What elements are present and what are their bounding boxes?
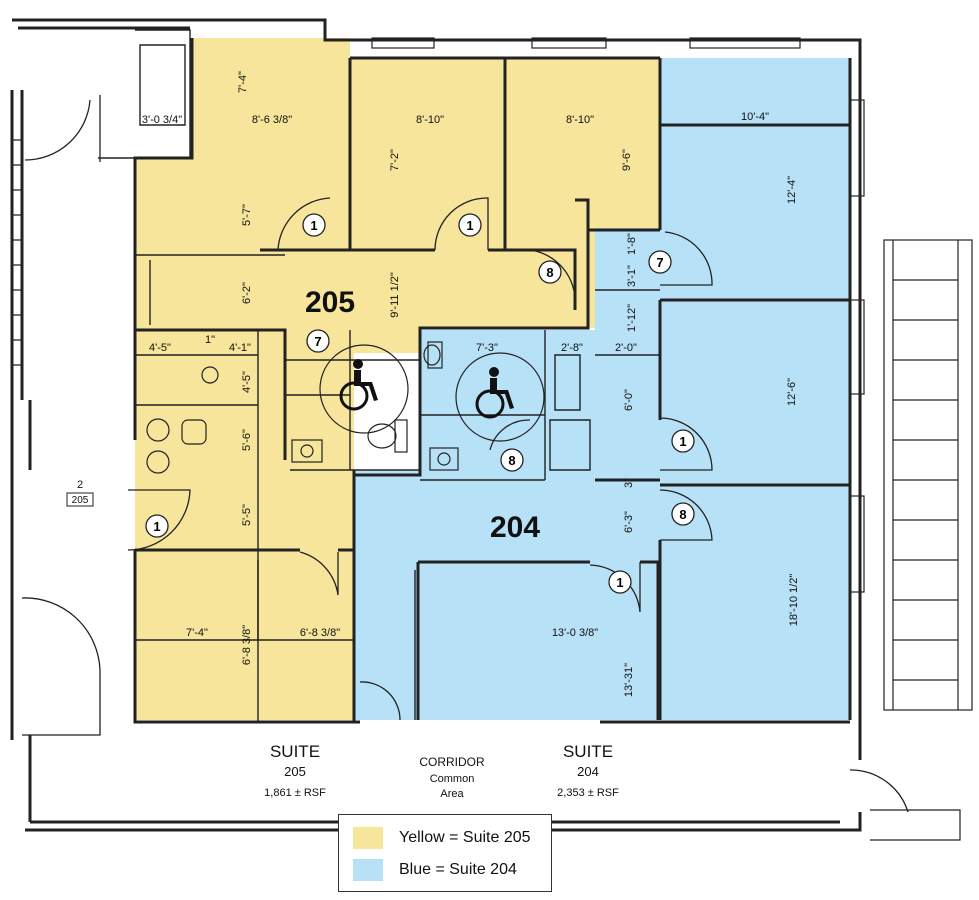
dimension-label: 6'-0": [623, 389, 635, 411]
svg-text:1: 1: [679, 434, 686, 449]
legend-yellow-label: Yellow = Suite 205: [399, 829, 531, 846]
svg-text:1,861 ± RSF: 1,861 ± RSF: [264, 787, 326, 799]
svg-text:SUITE: SUITE: [563, 742, 613, 761]
dimension-label: 9'-11 1/2": [389, 272, 401, 318]
dimension-label: 4'-1": [229, 342, 251, 354]
door-tag: 8: [671, 502, 695, 526]
dimension-label: 1'-12": [626, 304, 638, 332]
suite-205-area: [135, 38, 660, 720]
legend-blue-label: Blue = Suite 204: [399, 861, 517, 878]
suite-204-label: SUITE 204 2,353 ± RSF: [557, 742, 619, 799]
svg-text:1: 1: [616, 575, 623, 590]
left-core: [12, 139, 22, 366]
dimension-labels: 7'-4" 8'-6 3/8" 8'-10" 8'-10" 10'-4" 9'-…: [142, 71, 800, 697]
svg-text:Common: Common: [430, 773, 475, 785]
dimension-label: 6'-2": [241, 282, 253, 304]
dimension-label: 6'-8 3/8": [241, 625, 253, 665]
room-tag: 2 205: [66, 479, 94, 507]
dimension-label: 7'-2": [389, 149, 401, 171]
svg-text:205: 205: [72, 495, 89, 506]
svg-text:CORRIDOR: CORRIDOR: [419, 755, 485, 769]
svg-text:7: 7: [656, 255, 663, 270]
dimension-label: 4'-5": [241, 371, 253, 393]
dimension-label: 13'-31": [623, 663, 635, 697]
svg-text:2: 2: [77, 479, 83, 491]
door-tag: 1: [671, 429, 695, 453]
svg-text:204: 204: [577, 764, 599, 779]
svg-text:8: 8: [679, 507, 686, 522]
exterior-stair: [870, 239, 973, 841]
door-tag: 8: [538, 260, 562, 284]
suite-205-number: 205: [305, 286, 355, 319]
dimension-label: 1": [205, 334, 215, 346]
dimension-label: 18'-10 1/2": [788, 574, 800, 627]
windows-top: [371, 37, 865, 593]
accessible-icon-204: [455, 352, 545, 442]
suite-204-area: [354, 58, 850, 720]
dimension-label: 9'-6": [621, 149, 633, 171]
interior-walls: [133, 38, 850, 724]
dimension-label: 2'-8": [561, 342, 583, 354]
door-tag: 1: [458, 213, 482, 237]
svg-text:SUITE: SUITE: [270, 742, 320, 761]
svg-text:205: 205: [284, 764, 306, 779]
svg-text:8: 8: [508, 453, 515, 468]
dimension-label: 8'-10": [566, 114, 594, 126]
dimension-label: 7'-3": [476, 342, 498, 354]
svg-text:8: 8: [546, 265, 553, 280]
dimension-label: 1'-8": [626, 233, 638, 255]
door-swings: [21, 95, 909, 813]
dimension-label: 7'-4": [237, 71, 249, 93]
door-tag: 7: [306, 329, 330, 353]
svg-text:1: 1: [310, 218, 317, 233]
door-tag: 7: [648, 250, 672, 274]
suite-205-label: SUITE 205 1,861 ± RSF: [264, 742, 326, 799]
door-tag: 8: [500, 448, 524, 472]
dimension-label: 5'-6": [241, 429, 253, 451]
svg-text:1: 1: [153, 519, 160, 534]
dimension-label: 12'-4": [786, 176, 798, 204]
svg-text:Area: Area: [440, 788, 464, 800]
yellow-swatch: [353, 827, 383, 849]
dimension-label: 4'-5": [149, 342, 171, 354]
dimension-label: 3": [623, 478, 635, 488]
svg-text:2,353 ± RSF: 2,353 ± RSF: [557, 787, 619, 799]
dimension-label: 8'-6 3/8": [252, 114, 292, 126]
dimension-label: 7'-4": [186, 627, 208, 639]
svg-text:1: 1: [466, 218, 473, 233]
svg-text:7: 7: [314, 334, 321, 349]
legend-item-blue: Blue = Suite 204: [353, 857, 517, 883]
dimension-label: 8'-10": [416, 114, 444, 126]
blue-swatch: [353, 859, 383, 881]
door-tag: 1: [145, 514, 169, 538]
accessible-icon-205: [319, 344, 409, 434]
legend: Yellow = Suite 205 Blue = Suite 204: [338, 814, 552, 892]
suite-204-number: 204: [490, 511, 540, 544]
dimension-label: 5'-7": [241, 204, 253, 226]
dimension-label: 3'-1": [626, 265, 638, 287]
dimension-label: 13'-0 3/8": [552, 627, 598, 639]
door-tag: 1: [608, 570, 632, 594]
dimension-label: 6'-3": [623, 511, 635, 533]
corridor-label: CORRIDOR Common Area: [419, 755, 485, 800]
dimension-label: 12'-6": [786, 378, 798, 406]
dimension-label: 3'-0 3/4": [142, 114, 182, 126]
dimension-label: 6'-8 3/8": [300, 627, 340, 639]
door-tag: 1: [302, 213, 326, 237]
fixtures: [146, 341, 459, 474]
dimension-label: 2'-0": [615, 342, 637, 354]
legend-item-yellow: Yellow = Suite 205: [353, 825, 531, 851]
door-tags: 1 1 8 7 7 1 8 8 1 1: [145, 213, 695, 594]
dimension-label: 10'-4": [741, 111, 769, 123]
dimension-label: 5'-5": [241, 504, 253, 526]
